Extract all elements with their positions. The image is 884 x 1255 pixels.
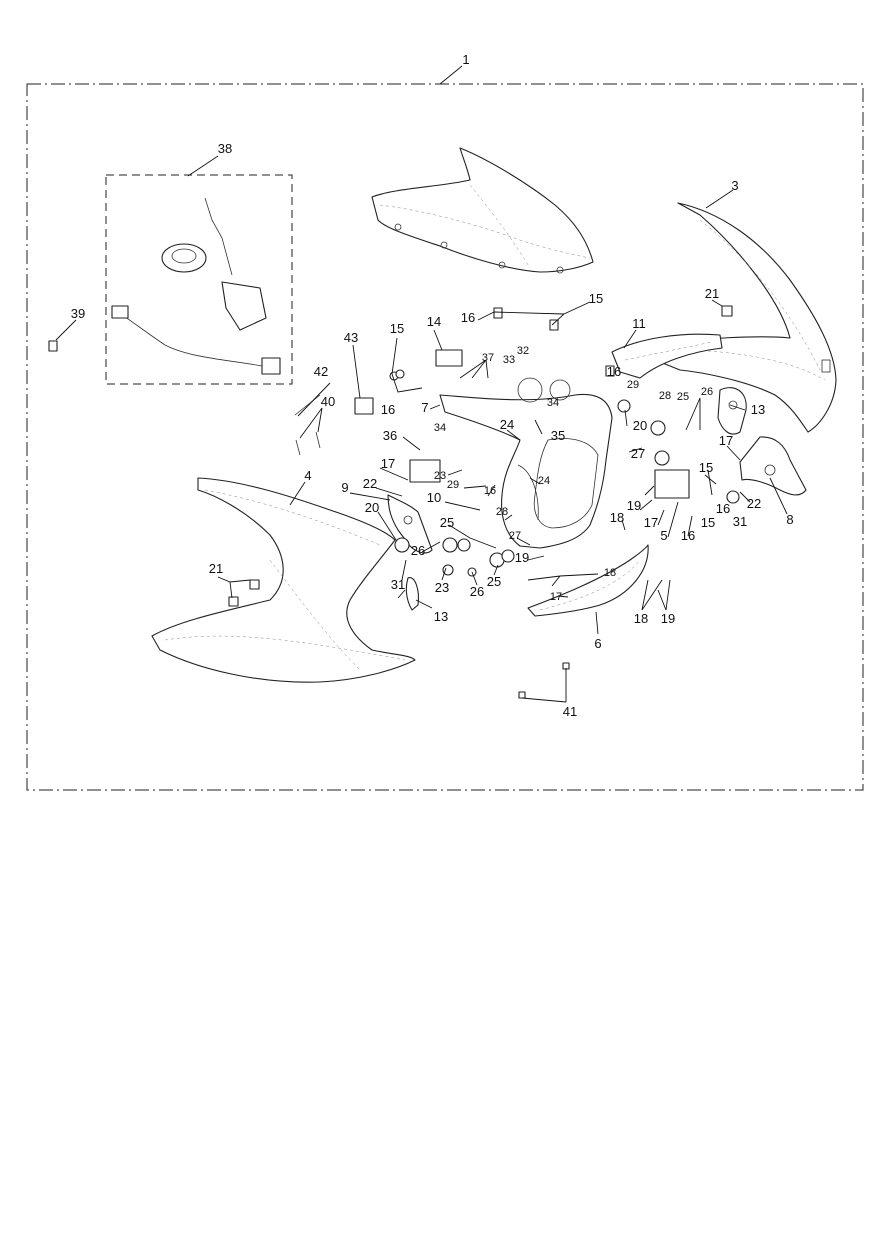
callout-c18a: 18: [610, 510, 624, 525]
callout-c33: 33: [503, 354, 515, 366]
callout-c23b: 23: [435, 580, 449, 595]
callout-c34b: 34: [434, 422, 446, 434]
callout-c24a: 24: [500, 417, 514, 432]
callout-c28a: 28: [659, 390, 671, 402]
callout-c42: 42: [314, 364, 328, 379]
callout-c26c: 26: [470, 584, 484, 599]
callout-c16b: 16: [607, 364, 621, 379]
right-bracket: [739, 436, 807, 496]
windscreen: [371, 147, 594, 274]
callout-c19a: 19: [627, 498, 641, 513]
callout-c8: 8: [786, 512, 793, 527]
callout-c17c: 17: [644, 515, 658, 530]
left-mount-13: [405, 577, 419, 611]
lower-belly-panel: [527, 544, 649, 617]
callout-c7: 7: [421, 400, 428, 415]
callout-c38: 38: [218, 141, 232, 156]
callout-c16c: 16: [381, 402, 395, 417]
right-upper-fairing: [651, 202, 837, 433]
callout-c29b: 29: [447, 479, 459, 491]
left-lower-fairing: [151, 477, 416, 683]
callout-c20b: 20: [365, 500, 379, 515]
callout-c21b: 21: [209, 561, 223, 576]
left-bracket-9: [387, 494, 433, 554]
callout-c29a: 29: [627, 379, 639, 391]
callout-c19c: 19: [661, 611, 675, 626]
callout-c36: 36: [383, 428, 397, 443]
fasteners: [48, 305, 740, 699]
right-mount-13: [717, 387, 747, 435]
callout-c31a: 31: [391, 577, 405, 592]
callout-c43: 43: [344, 330, 358, 345]
callout-c19b: 19: [515, 550, 529, 565]
callout-c26b: 26: [411, 543, 425, 558]
callout-c27a: 27: [631, 446, 645, 461]
callout-c25a: 25: [677, 391, 689, 403]
callout-c17d: 17: [550, 591, 562, 603]
callout-c17a: 17: [719, 433, 733, 448]
callout-c25c: 25: [487, 574, 501, 589]
callout-c24b: 24: [538, 475, 550, 487]
callout-c15b: 15: [390, 321, 404, 336]
callout-c28b: 28: [496, 506, 508, 518]
callout-c1: 1: [462, 52, 469, 67]
assembly-frame: [26, 83, 864, 791]
callout-c9: 9: [341, 480, 348, 495]
callout-c40: 40: [321, 394, 335, 409]
callout-c20a: 20: [633, 418, 647, 433]
callout-c37: 37: [482, 352, 494, 364]
leader-lines: [55, 65, 788, 703]
callout-c21a: 21: [705, 286, 719, 301]
callout-c3: 3: [731, 178, 738, 193]
kit-38-box: [105, 174, 293, 385]
callout-c31b: 31: [733, 514, 747, 529]
callout-c26a: 26: [701, 386, 713, 398]
callout-c16f: 16: [716, 501, 730, 516]
headlight-support-frame: [439, 377, 613, 549]
callout-c14: 14: [427, 314, 441, 329]
callout-c18c: 18: [634, 611, 648, 626]
callout-c27b: 27: [509, 530, 521, 542]
callout-c39: 39: [71, 306, 85, 321]
callout-c25b: 25: [440, 515, 454, 530]
callout-c22b: 22: [747, 496, 761, 511]
callout-c15d: 15: [701, 515, 715, 530]
callout-c5: 5: [660, 528, 667, 543]
callout-c22a: 22: [363, 476, 377, 491]
callout-c16d: 16: [484, 485, 496, 497]
callout-c15c: 15: [699, 460, 713, 475]
callout-c41: 41: [563, 704, 577, 719]
callout-c13a: 13: [751, 402, 765, 417]
callout-c17b: 17: [381, 456, 395, 471]
callout-c35: 35: [551, 428, 565, 443]
ignition-lock-kit: [111, 197, 281, 375]
callout-c34a: 34: [547, 397, 559, 409]
callout-c16e: 16: [681, 528, 695, 543]
callout-c6: 6: [594, 636, 601, 651]
callout-c32: 32: [517, 345, 529, 357]
callout-c18b: 18: [604, 567, 616, 579]
callout-c10: 10: [427, 490, 441, 505]
callout-c11: 11: [632, 316, 646, 331]
callout-c13b: 13: [434, 609, 448, 624]
callout-c4: 4: [304, 468, 311, 483]
callout-c23a: 23: [434, 470, 446, 482]
callout-c16a: 16: [461, 310, 475, 325]
inner-panel: [611, 333, 723, 379]
callout-c15a: 15: [589, 291, 603, 306]
